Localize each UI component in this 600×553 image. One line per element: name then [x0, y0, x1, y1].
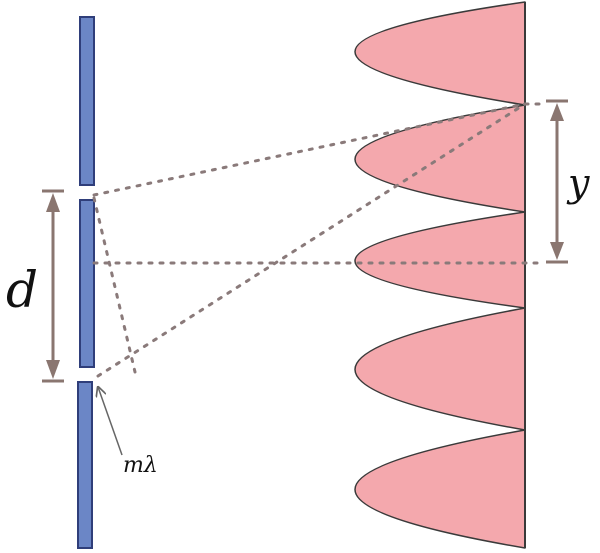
ray-bottom-slit-to-first-max [96, 102, 527, 378]
ray-path-difference [92, 196, 137, 374]
label-m-lambda: mλ [123, 453, 158, 478]
barrier-middle-segment [79, 199, 95, 368]
path-difference-pointer [98, 387, 123, 456]
intensity-pattern [354, 1, 526, 549]
dimension-d-arrow-down [46, 360, 60, 379]
label-d: d [6, 261, 38, 319]
dimension-y [546, 99, 568, 264]
barrier-top-segment [79, 16, 95, 186]
dotted-rays [92, 102, 547, 378]
dimension-y-arrow-down [550, 242, 564, 260]
barrier-bottom-segment [77, 381, 93, 549]
ray-top-slit-to-first-max [92, 102, 527, 197]
dimension-y-arrow-up [550, 103, 564, 121]
label-y: y [566, 161, 590, 205]
dimension-d [42, 189, 64, 383]
dimension-d-arrow-up [46, 193, 60, 212]
